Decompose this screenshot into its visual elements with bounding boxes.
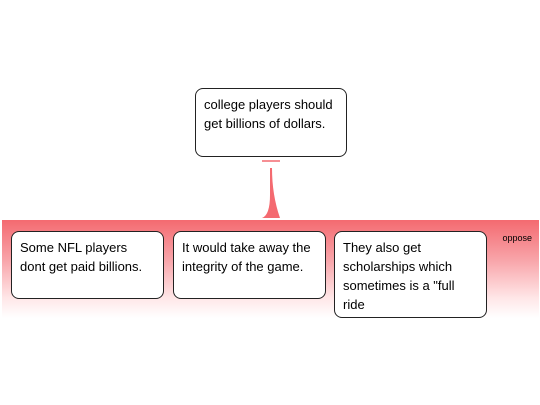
oppose-label: oppose bbox=[502, 233, 532, 243]
claim-node[interactable]: college players should get billions of d… bbox=[195, 88, 347, 157]
reason-node-3[interactable]: They also get scholarships which sometim… bbox=[334, 231, 487, 318]
connector-stem bbox=[262, 168, 280, 218]
reason-node-1[interactable]: Some NFL players dont get paid billions. bbox=[11, 231, 164, 299]
reason-node-2[interactable]: It would take away the integrity of the … bbox=[173, 231, 326, 299]
